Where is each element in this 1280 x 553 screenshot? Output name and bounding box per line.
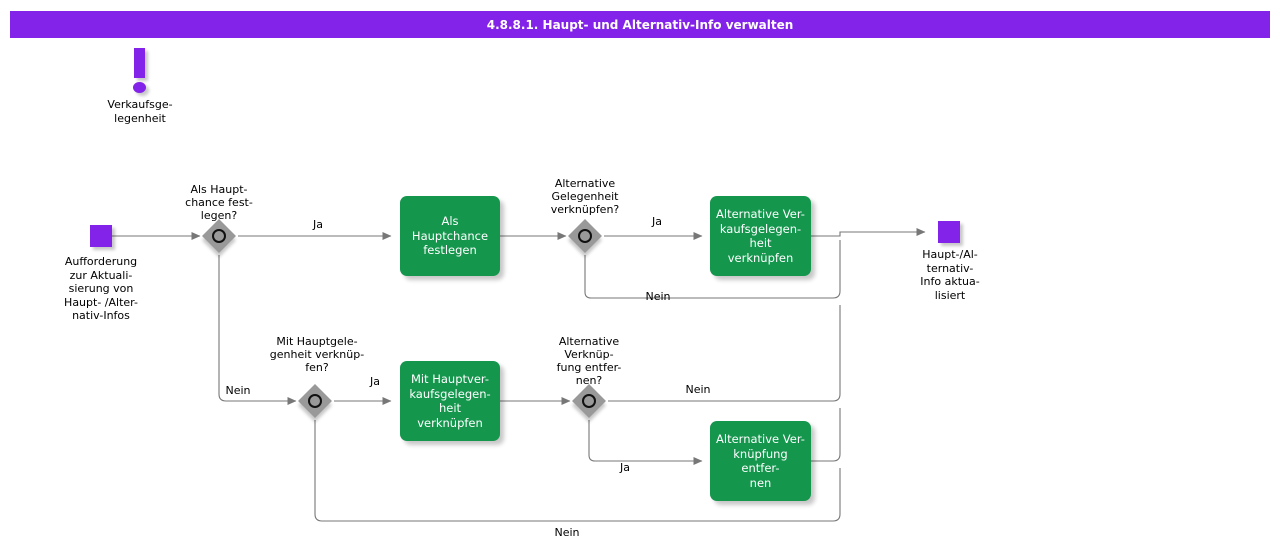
decision-hauptchance-diamond[interactable]: [202, 219, 236, 253]
activity-alternative-verkaufsgelegenheit-verknuepfen[interactable]: Alternative Ver- kaufsgelegen- heit verk…: [710, 196, 811, 276]
activity-alternative-verknuepfung-entfernen[interactable]: Alternative Ver- knüpfung entfer- nen: [710, 421, 811, 501]
decision-hauptchance-label: Als Haupt- chance fest- legen?: [185, 183, 253, 222]
decision-circle-icon: [212, 229, 226, 243]
decision-alt-gelegenheit-label: Alternative Gelegenheit verknüpfen?: [550, 177, 620, 216]
end-event-icon[interactable]: [938, 221, 960, 243]
activity-als-hauptchance-festlegen[interactable]: Als Hauptchance festlegen: [400, 196, 500, 276]
edge-label-hauptchance-nein: Nein: [225, 384, 251, 397]
edge-label-alt-gelegenheit-ja: Ja: [652, 215, 662, 228]
edge-label-hauptgelegenheit-ja: Ja: [370, 375, 380, 388]
edge-label-alt-gelegenheit-nein: Nein: [645, 290, 671, 303]
decision-circle-icon: [308, 394, 322, 408]
edge-label-alt-verknuepfung-nein: Nein: [685, 383, 711, 396]
start-event-label: Aufforderung zur Aktuali- sierung von Ha…: [64, 255, 138, 322]
annotation-label: Verkaufsge- legenheit: [107, 98, 173, 125]
edge-activity4-to-bus: [811, 408, 841, 462]
decision-alt-verknuepfung-label: Alternative Verknüp- fung entfer- nen?: [556, 335, 622, 387]
end-event-label: Haupt-/Al- ternativ- Info aktua- lisiert: [920, 248, 980, 302]
decision-hauptgelegenheit-label: Mit Hauptgele- genheit verknüp- fen?: [269, 335, 365, 374]
decision-alt-gelegenheit-diamond[interactable]: [568, 219, 602, 253]
page-title: 4.8.8.1. Haupt- und Alternativ-Info verw…: [10, 11, 1270, 38]
edge-decision1-nein: [218, 255, 297, 405]
edge-label-alt-verknuepfung-ja: Ja: [620, 461, 630, 474]
decision-circle-icon: [582, 394, 596, 408]
decision-alt-verknuepfung-diamond[interactable]: [572, 384, 606, 418]
decision-hauptgelegenheit-diamond[interactable]: [298, 384, 332, 418]
edge-label-hauptgelegenheit-nein: Nein: [554, 526, 580, 539]
decision-circle-icon: [578, 229, 592, 243]
exclamation-dot-icon: [133, 82, 146, 93]
edge-decision4-ja: [588, 420, 703, 465]
edge-activity2-to-end: [811, 228, 926, 237]
start-event-icon[interactable]: [90, 225, 112, 247]
edge-label-hauptchance-ja: Ja: [313, 218, 323, 231]
exclamation-mark-icon: [134, 48, 145, 78]
activity-mit-hauptverkaufsgelegenheit-verknuepfen[interactable]: Mit Hauptver- kaufsgelegen- heit verknüp…: [400, 361, 500, 441]
